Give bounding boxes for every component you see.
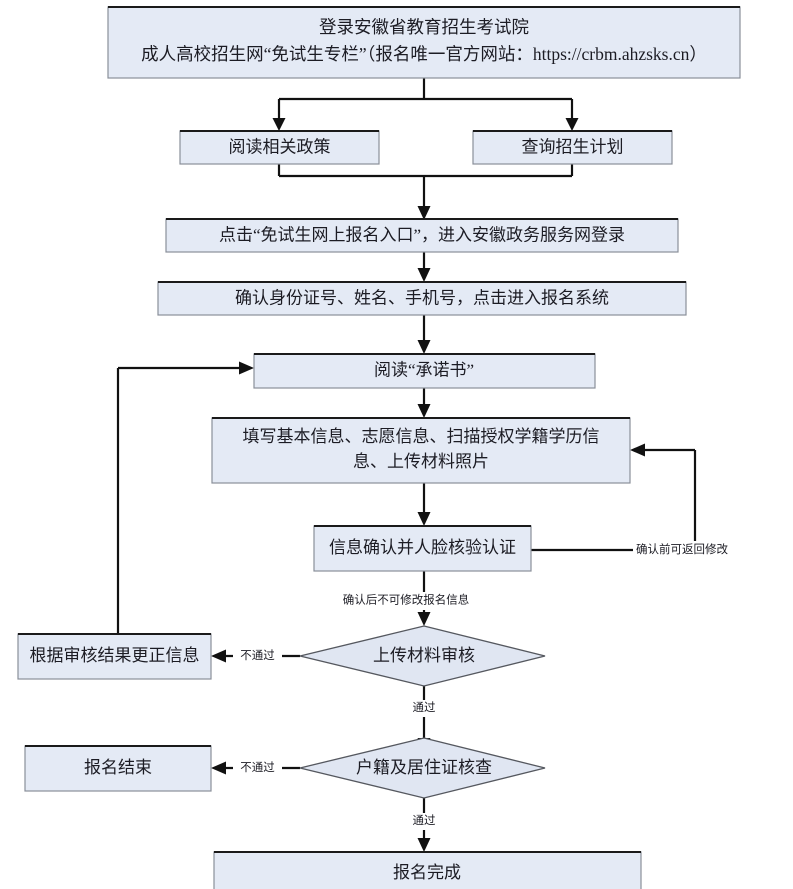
node-residence-check[interactable]: 户籍及居住证核查 xyxy=(299,737,546,799)
node-read-policy-label: 阅读相关政策 xyxy=(229,137,331,156)
node-correct-info-label: 根据审核结果更正信息 xyxy=(30,646,200,665)
svg-text:确认后不可修改报名信息: 确认后不可修改报名信息 xyxy=(343,593,470,607)
node-read-commitment-label: 阅读“承诺书” xyxy=(374,360,474,379)
node-start[interactable]: 登录安徽省教育招生考试院 成人高校招生网“免试生专栏”（报名唯一官方网站：htt… xyxy=(107,6,741,79)
svg-text:通过: 通过 xyxy=(413,701,436,714)
node-query-plan-label: 查询招生计划 xyxy=(522,137,624,156)
edge-label-no-edit-after-confirm: 确认后不可修改报名信息 xyxy=(339,592,473,610)
edge-fill-info-to-face-verify xyxy=(417,483,431,526)
node-confirm-identity[interactable]: 确认身份证号、姓名、手机号，点击进入报名系统 xyxy=(157,281,687,316)
node-finish-label: 报名完成 xyxy=(393,863,461,882)
svg-text:不通过: 不通过 xyxy=(240,761,275,774)
node-fill-info[interactable]: 填写基本信息、志愿信息、扫描授权学籍学历信 息、上传材料照片 xyxy=(211,417,631,484)
node-entry[interactable]: 点击“免试生网上报名入口”，进入安徽政务服务网登录 xyxy=(165,218,679,253)
edge-label-material-review-pass: 通过 xyxy=(406,700,442,717)
node-residence-check-label: 户籍及居住证核查 xyxy=(356,758,492,777)
node-read-commitment[interactable]: 阅读“承诺书” xyxy=(253,353,596,389)
edge-confirm-identity-to-commitment xyxy=(417,315,431,354)
node-fill-info-line2: 息、上传材料照片 xyxy=(353,452,489,471)
svg-text:通过: 通过 xyxy=(413,814,436,827)
svg-text:不通过: 不通过 xyxy=(240,649,275,662)
node-face-verify[interactable]: 信息确认并人脸核验认证 xyxy=(313,525,532,572)
node-correct-info[interactable]: 根据审核结果更正信息 xyxy=(17,633,212,680)
edge-label-material-review-fail: 不通过 xyxy=(233,648,282,665)
node-start-line1: 登录安徽省教育招生考试院 xyxy=(319,17,529,37)
node-read-policy[interactable]: 阅读相关政策 xyxy=(179,130,380,165)
node-query-plan[interactable]: 查询招生计划 xyxy=(472,130,673,165)
node-start-line2: 成人高校招生网“免试生专栏”（报名唯一官方网站：https://crbm.ahz… xyxy=(141,44,707,64)
edge-commitment-to-fill-info xyxy=(417,388,431,418)
edge-entry-to-confirm-identity xyxy=(417,252,431,282)
edge-branch-merge-to-entry xyxy=(277,164,574,220)
node-entry-label: 点击“免试生网上报名入口”，进入安徽政务服务网登录 xyxy=(219,225,625,244)
node-registration-end-label: 报名结束 xyxy=(84,758,152,777)
edge-label-residence-check-fail: 不通过 xyxy=(233,760,282,777)
node-material-review-label: 上传材料审核 xyxy=(373,646,475,665)
node-material-review[interactable]: 上传材料审核 xyxy=(299,625,546,687)
node-registration-end[interactable]: 报名结束 xyxy=(24,745,212,792)
edge-start-to-branch xyxy=(272,78,579,131)
node-face-verify-label: 信息确认并人脸核验认证 xyxy=(329,538,516,557)
node-finish[interactable]: 报名完成 xyxy=(213,851,642,889)
edge-label-residence-check-pass: 通过 xyxy=(406,813,442,830)
node-confirm-identity-label: 确认身份证号、姓名、手机号，点击进入报名系统 xyxy=(235,288,609,307)
edge-label-return-before-confirm: 确认前可返回修改 xyxy=(633,541,731,559)
node-fill-info-line1: 填写基本信息、志愿信息、扫描授权学籍学历信 xyxy=(243,427,600,446)
svg-text:确认前可返回修改: 确认前可返回修改 xyxy=(636,542,728,556)
edge-correct-info-loop-to-commitment xyxy=(116,361,254,634)
